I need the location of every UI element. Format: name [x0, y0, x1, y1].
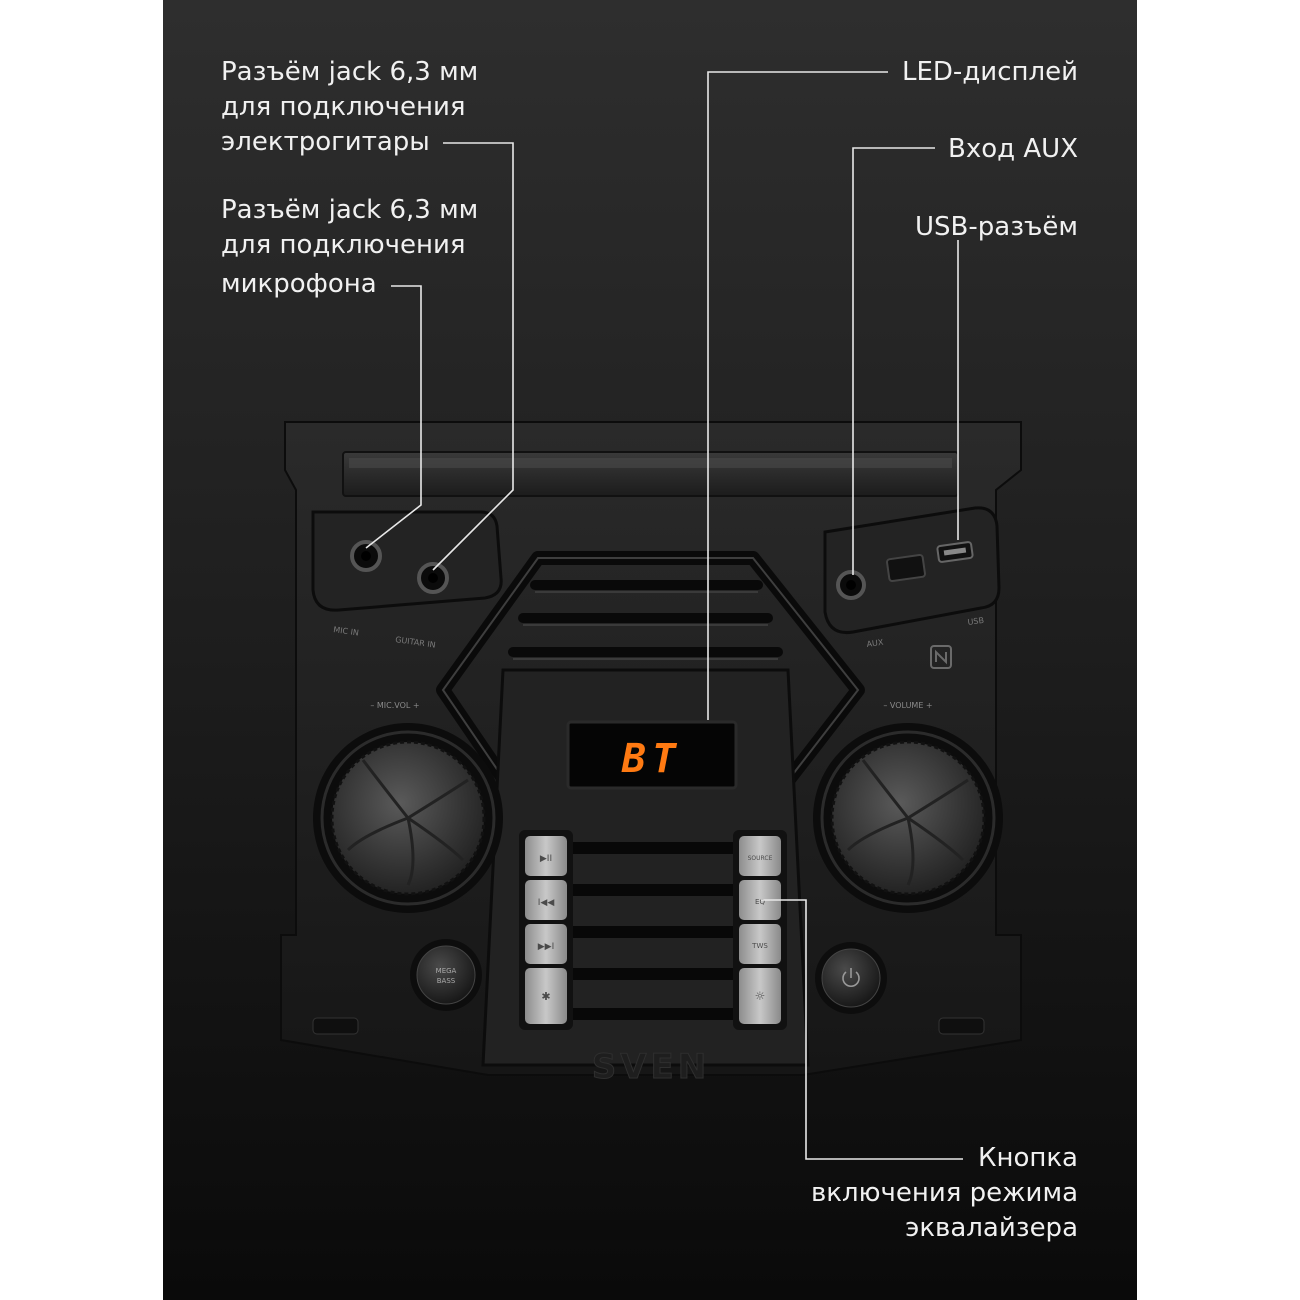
led-display-text: BT	[621, 736, 682, 782]
mic-jack-leader	[365, 285, 422, 549]
mic-in-jack	[350, 540, 382, 572]
light-button[interactable]: ☼	[739, 968, 781, 1024]
source-button[interactable]: SOURCE	[739, 836, 781, 876]
mega-bass-text-line2: BASS	[437, 977, 456, 985]
button-grille	[562, 842, 744, 1020]
product-panel: MIC IN GUITAR IN AUX USB	[163, 0, 1137, 1300]
source-icon: SOURCE	[748, 855, 773, 862]
speaker-illustration: MIC IN GUITAR IN AUX USB	[163, 0, 1137, 1300]
previous-track-icon: I◀◀	[538, 898, 555, 908]
eq-button-callout: Кнопка включения режима эквалайзера	[810, 1143, 1078, 1243]
next-track-button[interactable]: ▶▶I	[525, 924, 567, 964]
bluetooth-button[interactable]: ✱	[525, 968, 567, 1024]
bluetooth-icon: ✱	[541, 990, 550, 1003]
next-track-icon: ▶▶I	[538, 942, 555, 952]
top-grille-highlight	[513, 591, 778, 660]
eq-icon: EQ	[755, 898, 765, 906]
guitar-jack-leader	[432, 142, 514, 571]
aux-label: AUX	[866, 638, 884, 649]
top-grille	[508, 580, 783, 657]
previous-track-button[interactable]: I◀◀	[525, 880, 567, 920]
led-display-callout: LED-дисплей	[902, 57, 1078, 87]
eq-button-leader	[761, 899, 963, 1160]
usb-port	[936, 541, 974, 563]
led-display-leader	[707, 71, 888, 720]
aux-input-leader	[852, 147, 935, 575]
aux-jack	[836, 570, 866, 600]
handle-bar-groove	[349, 458, 952, 468]
play-pause-icon: ▶II	[540, 854, 552, 864]
left-foot-handle	[312, 1017, 359, 1035]
eq-button[interactable]: EQ	[739, 880, 781, 920]
mic-in-label: MIC IN	[333, 625, 360, 637]
light-icon: ☼	[755, 989, 766, 1003]
right-foot-handle	[938, 1017, 985, 1035]
usb-label: USB	[967, 616, 985, 627]
nfc-icon	[930, 645, 952, 669]
tws-button[interactable]: TWS	[739, 924, 781, 964]
mega-bass-text-line1: MEGA	[436, 967, 457, 975]
ir-sensor	[886, 553, 926, 583]
brand-logo: SVEN	[592, 1047, 710, 1087]
play-pause-button[interactable]: ▶II	[525, 836, 567, 876]
callout-lines	[365, 71, 963, 1160]
volume-label: – VOLUME +	[883, 701, 932, 710]
power-button[interactable]	[815, 942, 887, 1014]
tws-icon: TWS	[751, 942, 768, 950]
input-panel-left	[311, 510, 503, 612]
guitar-in-jack	[417, 562, 449, 594]
guitar-jack-callout: Разъём jack 6,3 мм для подключения элект…	[221, 57, 479, 157]
usb-port-callout: USB-разъём	[915, 212, 1078, 242]
mic-volume-knob[interactable]	[313, 723, 503, 913]
mega-bass-button[interactable]: MEGA BASS	[410, 939, 482, 1011]
aux-input-callout: Вход AUX	[948, 134, 1078, 164]
led-display	[566, 720, 738, 790]
volume-knob[interactable]	[813, 723, 1003, 913]
mic-vol-label: – MIC.VOL +	[370, 701, 419, 710]
mic-jack-callout: Разъём jack 6,3 мм для подключения микро…	[221, 195, 479, 299]
power-icon	[842, 968, 860, 987]
